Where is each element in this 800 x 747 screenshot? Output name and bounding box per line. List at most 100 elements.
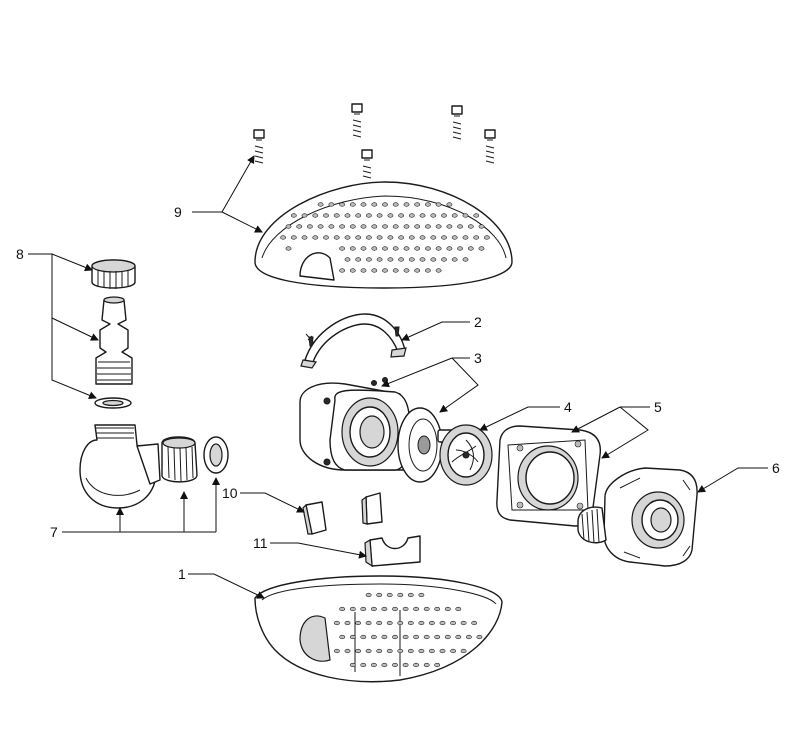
callout-2: 2	[474, 314, 482, 330]
perforation-hole	[392, 246, 399, 251]
perforation-hole	[344, 257, 351, 262]
perforation-hole	[382, 202, 388, 207]
foot-pad-left	[302, 501, 327, 535]
perforation-hole	[462, 257, 469, 262]
perforation-hole	[386, 620, 393, 626]
seal-ring	[397, 407, 443, 483]
perforation-hole	[387, 235, 394, 240]
perforation-hole	[323, 213, 329, 218]
perforation-hole	[392, 224, 399, 229]
perforation-hole	[381, 606, 388, 612]
support-saddle	[364, 535, 421, 568]
perforation-hole	[370, 662, 377, 668]
perforation-hole	[414, 224, 421, 229]
perforation-hole	[370, 606, 377, 612]
perforation-hole	[306, 224, 313, 229]
perforation-hole	[371, 268, 378, 273]
perforation-hole	[441, 213, 447, 218]
callout-4: 4	[564, 399, 572, 415]
perforation-hole	[430, 257, 437, 262]
callout-10: 10	[222, 485, 238, 501]
perforation-hole	[349, 202, 356, 207]
perforation-hole	[344, 620, 351, 626]
perforation-hole	[290, 235, 297, 240]
perforation-hole	[430, 235, 437, 240]
perforation-hole	[355, 257, 362, 262]
perforation-hole	[360, 268, 367, 273]
perforation-hole	[386, 592, 393, 598]
perforation-hole	[398, 235, 404, 240]
perforation-hole	[301, 235, 308, 240]
perforation-hole	[418, 592, 425, 598]
perforation-hole	[339, 202, 345, 207]
perforation-hole	[419, 213, 426, 218]
perforation-hole	[424, 202, 431, 207]
perforation-hole	[483, 235, 490, 240]
perforation-hole	[424, 224, 431, 229]
perforation-hole	[392, 202, 399, 207]
callout-6: 6	[772, 460, 780, 476]
perforation-hole	[376, 648, 383, 654]
perforation-hole	[365, 213, 372, 218]
cover-screw-3	[451, 105, 463, 140]
perforation-hole	[457, 246, 463, 251]
callout-8: 8	[16, 246, 24, 262]
perforation-hole	[478, 246, 485, 251]
perforation-hole	[333, 235, 340, 240]
perforation-hole	[446, 224, 453, 229]
perforation-hole	[423, 634, 430, 640]
cover-screw-5	[361, 149, 373, 179]
perforation-hole	[398, 213, 404, 218]
impeller	[437, 424, 493, 486]
perforation-hole	[460, 620, 467, 626]
perforation-hole	[462, 235, 469, 240]
perforation-hole	[414, 246, 421, 251]
perforation-hole	[317, 202, 324, 207]
perforation-hole	[413, 606, 419, 612]
perforation-hole	[392, 268, 399, 273]
perforation-hole	[435, 268, 442, 273]
perforation-hole	[407, 648, 414, 654]
volute-cover	[496, 425, 602, 527]
perforation-hole	[451, 257, 458, 262]
cover-screw-4	[484, 129, 496, 164]
perforation-hole	[365, 648, 372, 654]
perforation-hole	[360, 606, 367, 612]
perforation-hole	[467, 246, 474, 251]
perforation-hole	[418, 648, 425, 654]
perforation-hole	[365, 620, 372, 626]
perforation-hole	[403, 202, 410, 207]
perforation-hole	[285, 246, 292, 251]
perforation-hole	[423, 662, 430, 668]
callout-3: 3	[474, 350, 482, 366]
perforation-hole	[414, 268, 421, 273]
perforation-hole	[402, 634, 409, 640]
perforation-hole	[435, 224, 442, 229]
perforation-hole	[382, 268, 388, 273]
perforation-hole	[376, 592, 383, 598]
perforation-hole	[355, 648, 361, 654]
pump-body	[577, 467, 698, 567]
perforation-hole	[439, 648, 446, 654]
perforation-hole	[450, 648, 456, 654]
perforation-hole	[419, 235, 426, 240]
callout-7: 7	[50, 524, 58, 540]
perforation-hole	[434, 634, 441, 640]
perforation-hole	[434, 606, 441, 612]
perforation-hole	[290, 213, 297, 218]
perforation-hole	[328, 202, 335, 207]
perforation-hole	[397, 592, 404, 598]
perforation-hole	[408, 213, 415, 218]
perforation-hole	[444, 606, 451, 612]
perforation-hole	[386, 648, 393, 654]
perforation-hole	[376, 213, 383, 218]
perforation-hole	[450, 620, 456, 626]
perforation-hole	[403, 246, 410, 251]
perforation-hole	[339, 606, 346, 612]
perforation-hole	[323, 235, 329, 240]
top-cover	[254, 181, 513, 289]
perforation-hole	[280, 235, 286, 240]
perforation-hole	[376, 257, 383, 262]
perforation-hole	[441, 257, 447, 262]
